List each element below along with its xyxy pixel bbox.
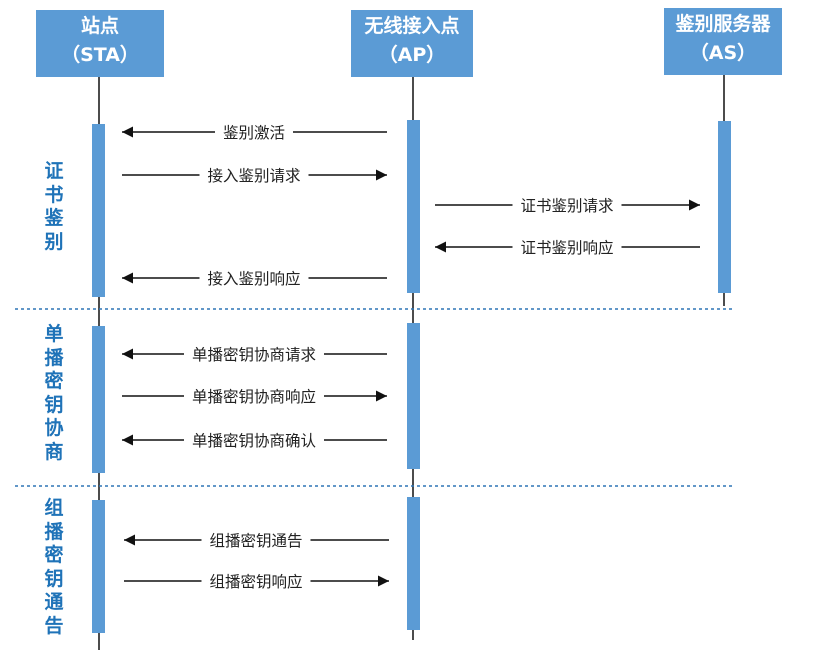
- participant-as-header: 鉴别服务器 （AS）: [664, 8, 782, 75]
- message-label-10: 组播密钥响应: [201, 570, 311, 592]
- phase-label-unicast: 单播密钥协商: [44, 323, 64, 463]
- participant-as-name: 鉴别服务器: [675, 13, 771, 35]
- message-label-1: 鉴别激活: [214, 121, 294, 143]
- activation-sta-cert: [92, 124, 105, 297]
- activation-ap-cert: [407, 120, 420, 293]
- participant-sta-name: 站点: [80, 15, 119, 37]
- message-label-2: 接入鉴别请求: [199, 164, 309, 186]
- message-label-3: 证书鉴别请求: [512, 194, 622, 216]
- activation-sta-multicast: [92, 500, 105, 633]
- phase-label-multicast: 组播密钥通告: [44, 497, 64, 637]
- participant-ap-header: 无线接入点 （AP）: [351, 10, 473, 77]
- phase-label-cert: 证书鉴别: [44, 160, 64, 253]
- participant-as-abbr: （AS）: [689, 42, 757, 64]
- message-label-7: 单播密钥协商响应: [183, 385, 325, 407]
- activation-ap-multicast: [407, 497, 420, 630]
- message-label-4: 证书鉴别响应: [512, 236, 622, 258]
- message-label-8: 单播密钥协商确认: [183, 429, 325, 451]
- activation-sta-unicast: [92, 326, 105, 473]
- message-label-6: 单播密钥协商请求: [183, 343, 325, 365]
- participant-sta-abbr: （STA）: [61, 44, 139, 66]
- participant-sta-header: 站点 （STA）: [36, 10, 164, 77]
- message-label-5: 接入鉴别响应: [199, 267, 309, 289]
- message-label-9: 组播密钥通告: [201, 529, 311, 551]
- activation-as-cert: [718, 121, 731, 293]
- activation-ap-unicast: [407, 323, 420, 469]
- participant-ap-name: 无线接入点: [364, 15, 460, 37]
- participant-ap-abbr: （AP）: [378, 44, 446, 66]
